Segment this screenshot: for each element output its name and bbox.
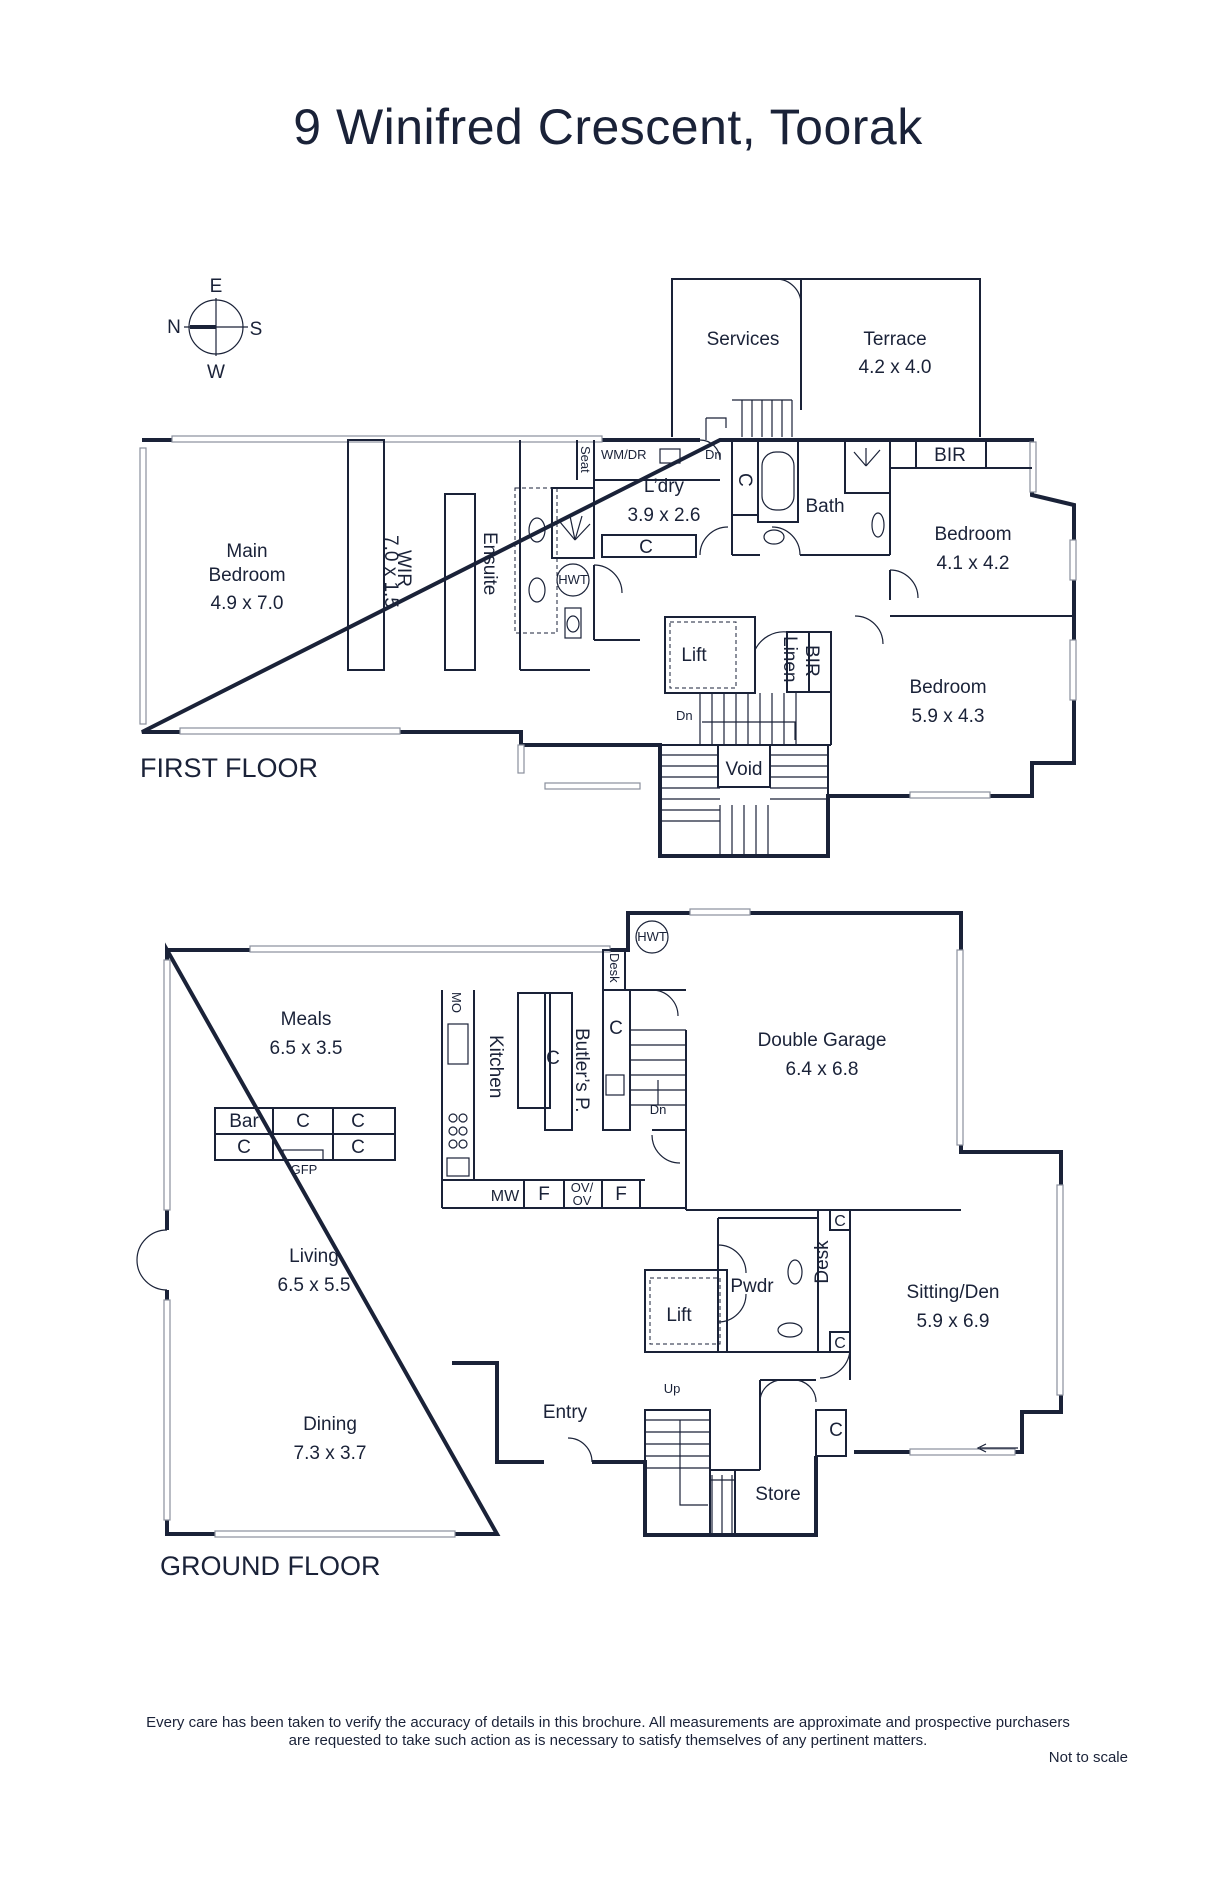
compass-s: S bbox=[250, 319, 263, 340]
gf-living: Living bbox=[289, 1246, 339, 1267]
ff-dn1: Dn bbox=[705, 447, 722, 462]
gf-sitting: Sitting/Den bbox=[907, 1282, 1000, 1303]
ff-wmdr: WM/DR bbox=[601, 447, 647, 462]
ff-c1: C bbox=[734, 473, 755, 487]
ff-void: Void bbox=[726, 759, 763, 780]
ff-main-bedroom-1: Main bbox=[226, 541, 267, 562]
ff-bedroom1: Bedroom bbox=[934, 524, 1011, 545]
gf-dining: Dining bbox=[303, 1414, 357, 1435]
ff-laundry: L’dry bbox=[644, 476, 685, 497]
gf-mw: MW bbox=[491, 1188, 520, 1205]
gf-mo: MO bbox=[449, 992, 464, 1013]
gf-f2: F bbox=[615, 1184, 627, 1205]
gf-entry: Entry bbox=[543, 1402, 588, 1423]
gf-gfp: GFP bbox=[291, 1162, 318, 1177]
gf-dn: Dn bbox=[650, 1102, 667, 1117]
gf-c-d2: C bbox=[834, 1335, 846, 1352]
gf-bar: Bar bbox=[229, 1111, 259, 1132]
ff-bedroom1-size: 4.1 x 4.2 bbox=[937, 553, 1010, 574]
gf-c-bar3: C bbox=[237, 1137, 251, 1158]
not-to-scale: Not to scale bbox=[1048, 1749, 1128, 1766]
ff-linen: Linen bbox=[779, 636, 800, 683]
ground-floor-plan bbox=[136, 908, 1064, 1538]
ff-c2: C bbox=[639, 537, 653, 558]
first-floor-plan bbox=[139, 278, 1077, 858]
ff-main-bedroom-size: 4.9 x 7.0 bbox=[211, 593, 284, 614]
disclaimer-line-1: Every care has been taken to verify the … bbox=[146, 1714, 1070, 1731]
ff-lift: Lift bbox=[681, 645, 707, 666]
ff-dn2: Dn bbox=[676, 708, 693, 723]
disclaimer: Every care has been taken to verify the … bbox=[40, 1714, 1176, 1750]
gf-ovov2: OV bbox=[573, 1193, 592, 1208]
property-title: 9 Winifred Crescent, Toorak bbox=[293, 99, 923, 155]
gf-c-bar4: C bbox=[351, 1137, 365, 1158]
ff-bedroom2: Bedroom bbox=[909, 677, 986, 698]
gf-desk1: Desk bbox=[607, 953, 622, 983]
ff-services: Services bbox=[707, 329, 780, 350]
gf-meals: Meals bbox=[281, 1009, 332, 1030]
gf-lift: Lift bbox=[666, 1305, 692, 1326]
ff-bir1: BIR bbox=[934, 445, 966, 466]
gf-meals-size: 6.5 x 3.5 bbox=[270, 1038, 343, 1059]
first-floor-label: FIRST FLOOR bbox=[140, 753, 318, 783]
gf-ovov1: OV/ bbox=[571, 1180, 594, 1195]
ff-bir2: BIR bbox=[801, 645, 822, 677]
gf-desk2: Desk bbox=[812, 1240, 833, 1284]
gf-butlers: Butler’s P. bbox=[571, 1028, 592, 1113]
gf-dining-size: 7.3 x 3.7 bbox=[294, 1443, 367, 1464]
gf-double-garage-size: 6.4 x 6.8 bbox=[786, 1059, 859, 1080]
gf-c-island: C bbox=[546, 1048, 560, 1069]
gf-c-d1: C bbox=[834, 1213, 846, 1230]
ff-terrace: Terrace bbox=[863, 329, 926, 350]
compass-e: E bbox=[210, 276, 223, 297]
disclaimer-line-2: are requested to take such action as is … bbox=[288, 1732, 928, 1749]
ff-laundry-size: 3.9 x 2.6 bbox=[628, 505, 701, 526]
gf-double-garage: Double Garage bbox=[758, 1030, 887, 1051]
gf-pwdr: Pwdr bbox=[730, 1276, 774, 1297]
gf-living-size: 6.5 x 5.5 bbox=[278, 1275, 351, 1296]
compass-icon: E N S W bbox=[167, 276, 262, 383]
ff-wir: WIR bbox=[393, 550, 414, 587]
ff-terrace-size: 4.2 x 4.0 bbox=[859, 357, 932, 378]
ff-bath: Bath bbox=[805, 496, 844, 517]
gf-hwt: HWT bbox=[637, 929, 667, 944]
gf-c-b: C bbox=[609, 1018, 623, 1039]
gf-kitchen: Kitchen bbox=[485, 1035, 506, 1098]
ff-seat: Seat bbox=[578, 446, 593, 473]
ground-floor-label: GROUND FLOOR bbox=[160, 1551, 381, 1581]
compass-n: N bbox=[167, 317, 181, 338]
gf-c-bar1: C bbox=[296, 1111, 310, 1132]
ff-ensuite: Ensuite bbox=[479, 532, 500, 595]
ff-bedroom2-size: 5.9 x 4.3 bbox=[912, 706, 985, 727]
gf-c-s: C bbox=[829, 1420, 843, 1441]
gf-c-bar2: C bbox=[351, 1111, 365, 1132]
gf-f1: F bbox=[538, 1184, 550, 1205]
ff-main-bedroom-2: Bedroom bbox=[208, 565, 285, 586]
gf-store: Store bbox=[755, 1484, 800, 1505]
gf-up: Up bbox=[664, 1381, 681, 1396]
compass-w: W bbox=[207, 362, 225, 383]
gf-sitting-size: 5.9 x 6.9 bbox=[917, 1311, 990, 1332]
ff-hwt: HWT bbox=[558, 572, 588, 587]
ff-wir-size: 7.0 x 1.5 bbox=[380, 535, 401, 608]
